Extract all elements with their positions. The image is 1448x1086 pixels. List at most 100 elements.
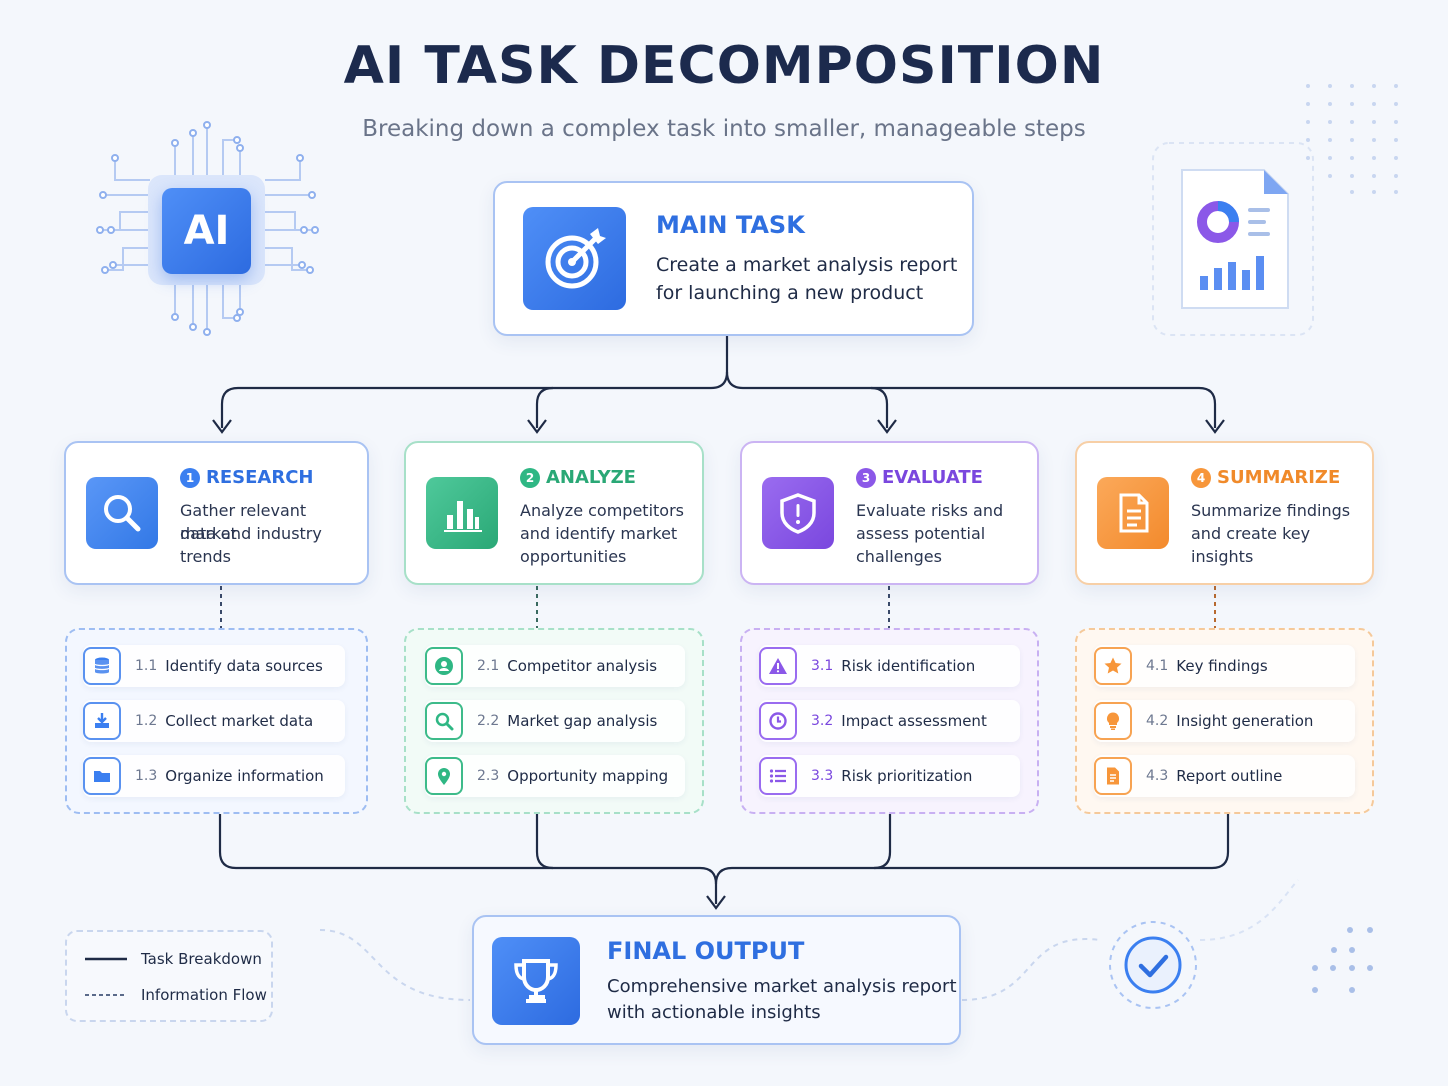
lightbulb-icon <box>1094 702 1132 740</box>
subtask-number: 2.1 <box>477 658 500 674</box>
warning-icon <box>759 647 797 685</box>
category-number: 4 <box>1191 467 1211 488</box>
subtask-row: 3.3 Risk prioritization <box>759 755 1020 797</box>
category-desc-line: challenges <box>856 547 942 566</box>
subtask-number: 3.1 <box>811 658 834 674</box>
main-task-card: MAIN TASK Create a market analysis repor… <box>493 181 974 336</box>
category-card-summarize: 4 SUMMARIZE Summarize findings and creat… <box>1075 441 1374 585</box>
shield-alert-icon <box>762 477 834 549</box>
subtask-number: 4.1 <box>1146 658 1169 674</box>
legend-label: Information Flow <box>141 986 267 1004</box>
subtask-number: 1.2 <box>135 713 158 729</box>
category-desc-line: Evaluate risks and <box>856 501 1004 520</box>
subtask-label: Organize information <box>165 767 324 785</box>
subtask-row: 3.2 Impact assessment <box>759 700 1020 742</box>
subtask-number: 1.1 <box>135 658 158 674</box>
subtask-number: 2.2 <box>477 713 500 729</box>
subtask-row: 4.3 Report outline <box>1094 755 1355 797</box>
subtask-label: Key findings <box>1176 657 1268 675</box>
category-label: SUMMARIZE <box>1217 467 1341 488</box>
folder-icon <box>83 757 121 795</box>
subtask-label: Insight generation <box>1176 712 1314 730</box>
page-title: AI TASK DECOMPOSITION <box>343 36 1105 96</box>
legend-item-info-flow: Information Flow <box>85 986 267 1004</box>
subtask-label: Opportunity mapping <box>507 767 669 785</box>
subtask-row: 2.1 Competitor analysis <box>425 645 685 687</box>
subtask-label: Impact assessment <box>841 712 987 730</box>
subtask-number: 4.2 <box>1146 713 1169 729</box>
category-number: 2 <box>520 467 540 488</box>
category-title-summarize: 4 SUMMARIZE <box>1191 467 1340 488</box>
subtask-number: 4.3 <box>1146 768 1169 784</box>
solid-line-swatch <box>85 957 127 961</box>
page-subtitle: Breaking down a complex task into smalle… <box>362 116 1086 142</box>
main-task-heading: MAIN TASK <box>656 211 805 239</box>
category-title-analyze: 2 ANALYZE <box>520 467 636 488</box>
download-icon <box>83 702 121 740</box>
user-circle-icon <box>425 647 463 685</box>
breakdown-connectors <box>212 336 1230 910</box>
bar-chart-icon <box>426 477 498 549</box>
category-label: ANALYZE <box>546 467 636 488</box>
map-pin-icon <box>425 757 463 795</box>
category-number: 1 <box>180 467 200 488</box>
category-desc-line: and identify market <box>520 524 678 543</box>
subtask-number: 3.2 <box>811 713 834 729</box>
category-card-evaluate: 3 EVALUATE Evaluate risks and assess pot… <box>740 441 1039 585</box>
category-desc-line: insights <box>1191 547 1254 566</box>
dot-grid-decor <box>1306 84 1398 194</box>
subtask-row: 3.1 Risk identification <box>759 645 1020 687</box>
subtask-row: 4.1 Key findings <box>1094 645 1355 687</box>
category-desc-line: opportunities <box>520 547 627 566</box>
category-number: 3 <box>856 467 876 488</box>
legend: Task Breakdown Information Flow <box>65 930 273 1022</box>
dashed-line-swatch <box>85 994 127 996</box>
subtask-number: 3.3 <box>811 768 834 784</box>
category-desc-line: Gather relevant market <box>180 501 307 543</box>
trophy-icon <box>492 937 580 1025</box>
report-document-icon <box>1181 169 1289 309</box>
legend-item-breakdown: Task Breakdown <box>85 950 262 968</box>
target-icon <box>523 207 626 310</box>
subtask-row: 2.3 Opportunity mapping <box>425 755 685 797</box>
main-task-line2: for launching a new product <box>656 282 924 304</box>
category-desc-line: and create key <box>1191 524 1311 543</box>
final-output-card: FINAL OUTPUT Comprehensive market analys… <box>472 915 961 1045</box>
subtask-label: Risk identification <box>841 657 976 675</box>
check-circle-icon <box>1109 921 1197 1009</box>
search-icon <box>425 702 463 740</box>
category-title-research: 1 RESEARCH <box>180 467 313 488</box>
category-desc-line: data and industry <box>180 524 322 543</box>
category-desc-line: Summarize findings <box>1191 501 1351 520</box>
main-task-line1: Create a market analysis report <box>656 254 958 276</box>
final-output-line2: with actionable insights <box>607 1002 821 1023</box>
subtask-label: Risk prioritization <box>841 767 973 785</box>
ai-chip-label: AI <box>183 208 230 254</box>
subtask-label: Competitor analysis <box>507 657 658 675</box>
dot-cluster-decor <box>1312 927 1373 993</box>
star-icon <box>1094 647 1132 685</box>
subtask-row: 1.2 Collect market data <box>83 700 345 742</box>
database-icon <box>83 647 121 685</box>
subtask-row: 1.3 Organize information <box>83 755 345 797</box>
subtask-row: 2.2 Market gap analysis <box>425 700 685 742</box>
category-desc-line: assess potential <box>856 524 986 543</box>
document-icon <box>1097 477 1169 549</box>
category-label: EVALUATE <box>882 467 983 488</box>
subtask-row: 1.1 Identify data sources <box>83 645 345 687</box>
subtask-number: 2.3 <box>477 768 500 784</box>
info-flow-connectors <box>220 586 1216 628</box>
list-icon <box>759 757 797 795</box>
category-label: RESEARCH <box>206 467 314 488</box>
subtask-label: Market gap analysis <box>507 712 658 730</box>
search-icon <box>86 477 158 549</box>
final-output-heading: FINAL OUTPUT <box>607 937 805 965</box>
clock-icon <box>759 702 797 740</box>
category-title-evaluate: 3 EVALUATE <box>856 467 983 488</box>
category-card-analyze: 2 ANALYZE Analyze competitors and identi… <box>404 441 704 585</box>
category-card-research: 1 RESEARCH Gather relevant market data a… <box>64 441 369 585</box>
subtask-label: Collect market data <box>165 712 314 730</box>
category-desc-line: trends <box>180 547 231 566</box>
subtask-label: Report outline <box>1176 767 1283 785</box>
